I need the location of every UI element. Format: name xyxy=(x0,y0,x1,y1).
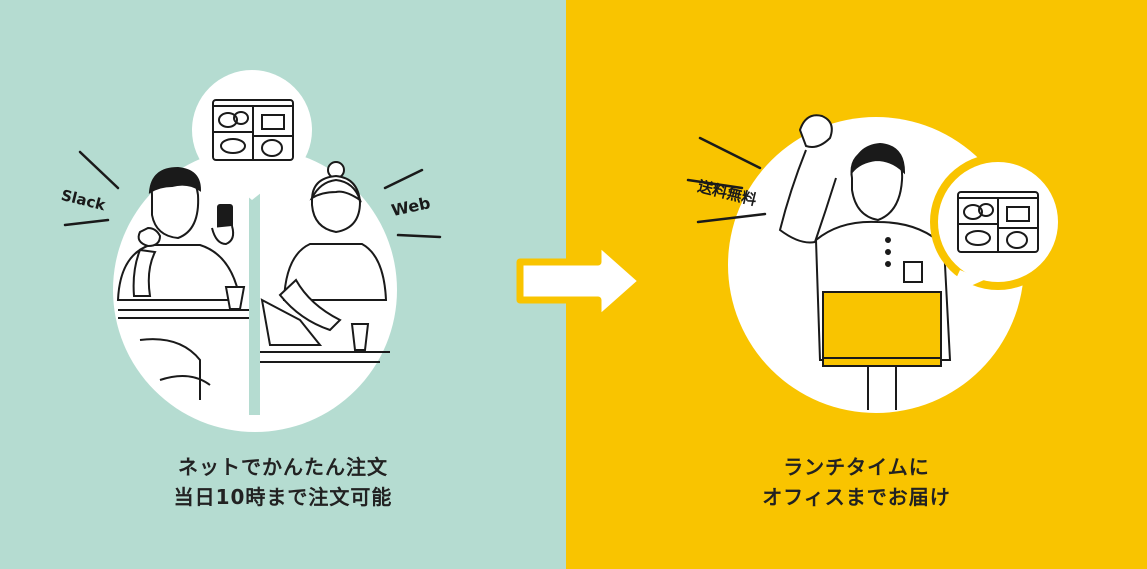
caption-delivery: ランチタイムに オフィスまでお届け xyxy=(566,452,1147,512)
tag-web: Web xyxy=(390,193,432,220)
tag-free-shipping: 送料無料 xyxy=(695,177,759,209)
laptop-icon xyxy=(260,298,323,346)
scene-divider xyxy=(249,180,260,415)
delivery-scene: 送料無料 xyxy=(686,114,1066,413)
caption-delivery-line1: ランチタイムに xyxy=(783,455,930,479)
person-with-phone xyxy=(116,166,249,400)
caption-ordering-line2: 当日10時まで注文可能 xyxy=(173,485,393,509)
motion-lines-right xyxy=(686,136,767,224)
arrow-right-icon xyxy=(516,238,646,324)
caption-delivery-line2: オフィスまでお届け xyxy=(762,485,951,509)
cup-icon xyxy=(224,286,246,310)
tag-slack: Slack xyxy=(59,186,108,215)
bento-box-icon xyxy=(212,99,294,161)
ordering-scene: Slack Web xyxy=(59,70,442,432)
bento-box-icon xyxy=(957,191,1039,253)
caption-ordering: ネットでかんたん注文 当日10時まで注文可能 xyxy=(0,452,566,512)
delivery-box-icon xyxy=(822,291,942,367)
caption-ordering-line1: ネットでかんたん注文 xyxy=(178,455,388,479)
motion-lines-left xyxy=(63,150,442,239)
person-with-laptop xyxy=(260,161,390,363)
